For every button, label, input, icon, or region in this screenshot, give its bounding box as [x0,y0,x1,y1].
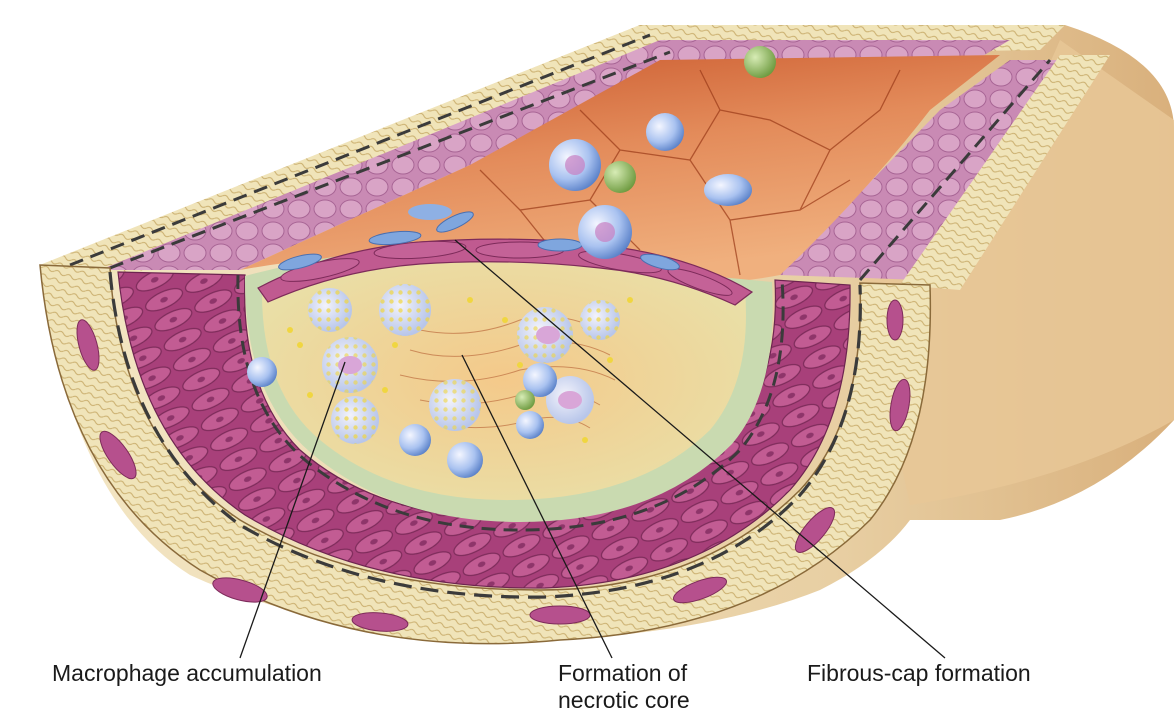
label-necrotic-line2: necrotic core [558,687,690,714]
label-fibrous-cap: Fibrous-cap formation [807,660,1031,687]
label-necrotic-line1: Formation of [558,660,690,687]
label-macrophage-accumulation: Macrophage accumulation [52,660,322,687]
label-necrotic-core: Formation of necrotic core [558,660,690,714]
